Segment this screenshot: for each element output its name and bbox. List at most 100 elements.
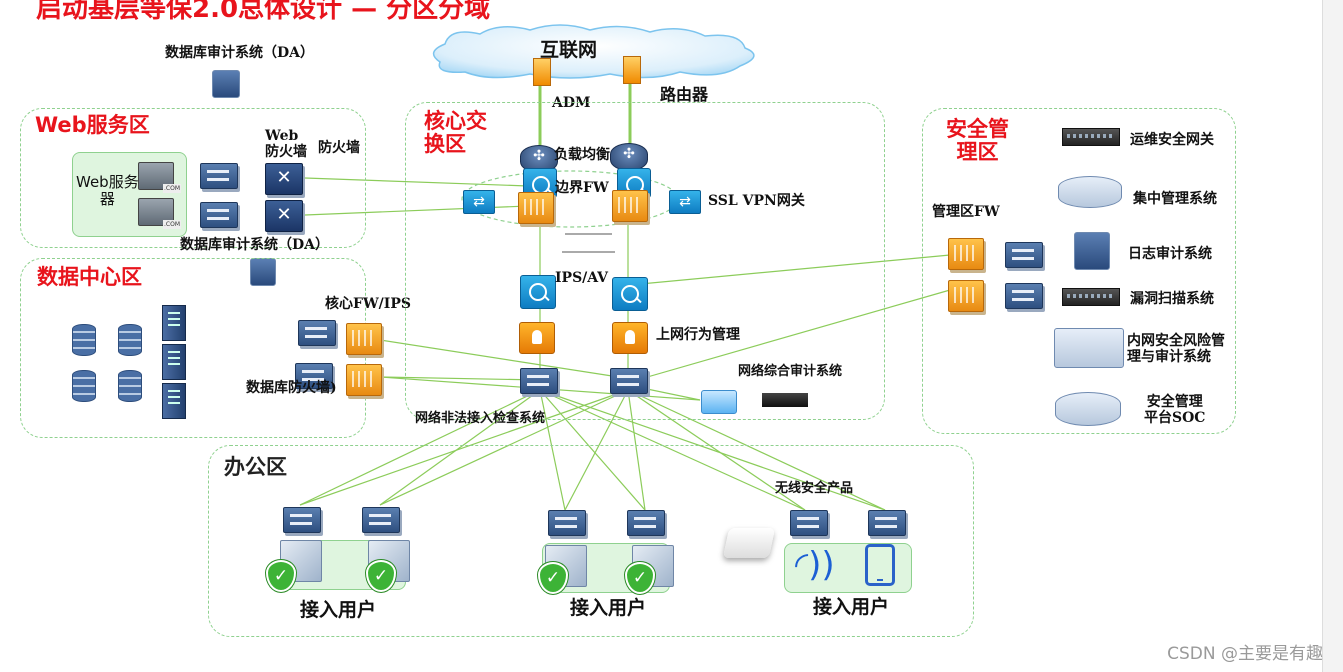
mgmt-fw-label: 管理区FW <box>932 204 1000 220</box>
mgmt-switch-2 <box>1005 283 1043 309</box>
check-shield-icon: ✓ <box>366 560 396 592</box>
mgmt-firewall-1 <box>948 238 984 270</box>
security-item-2: 集中管理系统 <box>1133 191 1217 207</box>
web-firewall-2 <box>265 200 303 232</box>
wireless-ap-device <box>722 528 776 558</box>
net-audit-device <box>762 393 808 407</box>
internet-cloud <box>432 24 755 79</box>
vpn-gateway-left <box>463 190 495 214</box>
link-mgmt-bottom <box>629 289 951 383</box>
link-webfw1-border <box>304 177 529 187</box>
da-top-label: 数据库审计系统（DA） <box>165 45 315 61</box>
net-audit-label: 网络综合审计系统 <box>738 364 843 379</box>
dc-switch-2 <box>295 363 333 389</box>
illegal-access-device <box>701 390 737 414</box>
zone-office <box>208 445 974 637</box>
check-shield-icon: ✓ <box>266 560 296 592</box>
border-firewall-left <box>518 192 554 224</box>
ops-gateway-device <box>1062 128 1120 146</box>
web-server-2 <box>138 198 181 229</box>
office-switch-5 <box>790 510 828 536</box>
database-2 <box>118 324 142 356</box>
wireless-label: 无线安全产品 <box>775 481 854 496</box>
security-item-1: 运维安全网关 <box>1130 132 1214 148</box>
scrollbar[interactable] <box>1322 0 1343 672</box>
risk-mgmt-device <box>1054 328 1124 368</box>
core-switch-right <box>610 368 648 394</box>
office-switch-6 <box>868 510 906 536</box>
da-mid-device <box>250 258 276 286</box>
tablet-icon <box>865 544 895 586</box>
link-dc2-core <box>379 376 541 381</box>
central-mgmt-device <box>1058 176 1122 208</box>
database-3 <box>72 370 96 402</box>
da-top-device <box>212 70 240 98</box>
border-fw-label: 边界FW <box>555 180 609 196</box>
office-switch-4 <box>627 510 665 536</box>
router-device <box>623 56 641 84</box>
vuln-scan-device <box>1062 288 1120 306</box>
core-switch-left <box>520 368 558 394</box>
web-firewall-1 <box>265 163 303 195</box>
security-item-4: 漏洞扫描系统 <box>1130 291 1214 307</box>
zone-datacenter-title: 数据中心区 <box>37 265 142 289</box>
database-4 <box>118 370 142 402</box>
web-fw-label: Web 防火墙 <box>265 128 307 161</box>
check-shield-icon: ✓ <box>538 562 568 594</box>
office-switch-1 <box>283 507 321 533</box>
zone-office-title: 办公区 <box>224 455 287 479</box>
mgmt-switch-1 <box>1005 242 1043 268</box>
lb-label: 负载均衡 <box>554 147 610 163</box>
web-switch-2 <box>200 202 238 228</box>
user-label-1: 接入用户 <box>300 599 377 621</box>
vpn-gateway-right <box>669 190 701 214</box>
security-item-5: 内网安全风险管 理与审计系统 <box>1127 333 1225 366</box>
link-dc1-core <box>379 339 626 379</box>
adm-label: ADM <box>552 95 591 111</box>
core-firewall <box>346 323 382 355</box>
fw-label: 防火墙 <box>318 140 360 156</box>
database-1 <box>72 324 96 356</box>
link-office-mesh <box>299 389 886 511</box>
zone-web <box>20 108 366 248</box>
dc-server-3 <box>162 383 186 419</box>
web-server-1 <box>138 162 181 193</box>
log-audit-device <box>1074 232 1110 270</box>
soc-device <box>1055 392 1121 426</box>
web-server-label: Web服务 器 <box>76 173 139 209</box>
office-switch-3 <box>548 510 586 536</box>
db-fw-label: 数据库防火墙) <box>246 380 337 396</box>
adm-device <box>533 58 551 86</box>
user-label-2: 接入用户 <box>570 597 647 619</box>
wifi-icon: ◜)) <box>795 545 835 585</box>
ips-av-left <box>520 275 556 309</box>
zone-web-title: Web服务区 <box>35 113 150 137</box>
security-item-6: 安全管理 平台SOC <box>1144 394 1206 427</box>
da-mid-label: 数据库审计系统（DA） <box>180 237 330 253</box>
security-item-3: 日志审计系统 <box>1128 246 1212 262</box>
ips-av-label: IPS/AV <box>555 270 609 286</box>
behavior-label: 上网行为管理 <box>656 327 740 343</box>
mgmt-firewall-2 <box>948 280 984 312</box>
core-fw-ips-label: 核心FW/IPS <box>325 296 411 312</box>
internet-label: 互联网 <box>540 39 598 61</box>
zone-core <box>405 102 885 420</box>
behavior-mgmt-left <box>519 322 555 354</box>
web-switch-1 <box>200 163 238 189</box>
behavior-mgmt-right <box>612 322 648 354</box>
header-fragment: 启动基层等保2.0总体设计 — 分区分域 <box>36 0 491 24</box>
load-balancer-right <box>610 143 648 171</box>
link-mgmt-top <box>629 254 951 286</box>
illegal-access-label: 网络非法接入检查系统 <box>415 411 546 426</box>
user-label-3: 接入用户 <box>813 596 890 618</box>
db-firewall <box>346 364 382 396</box>
dc-switch-1 <box>298 320 336 346</box>
watermark: CSDN @主要是有趣 <box>1167 644 1323 664</box>
dc-server-2 <box>162 344 186 380</box>
router-label: 路由器 <box>660 85 709 104</box>
ssl-vpn-label: SSL VPN网关 <box>708 193 805 209</box>
zone-core-title: 核心交 换区 <box>424 109 487 157</box>
zone-security-title: 安全管 理区 <box>946 117 1009 165</box>
ips-av-right <box>612 277 648 311</box>
